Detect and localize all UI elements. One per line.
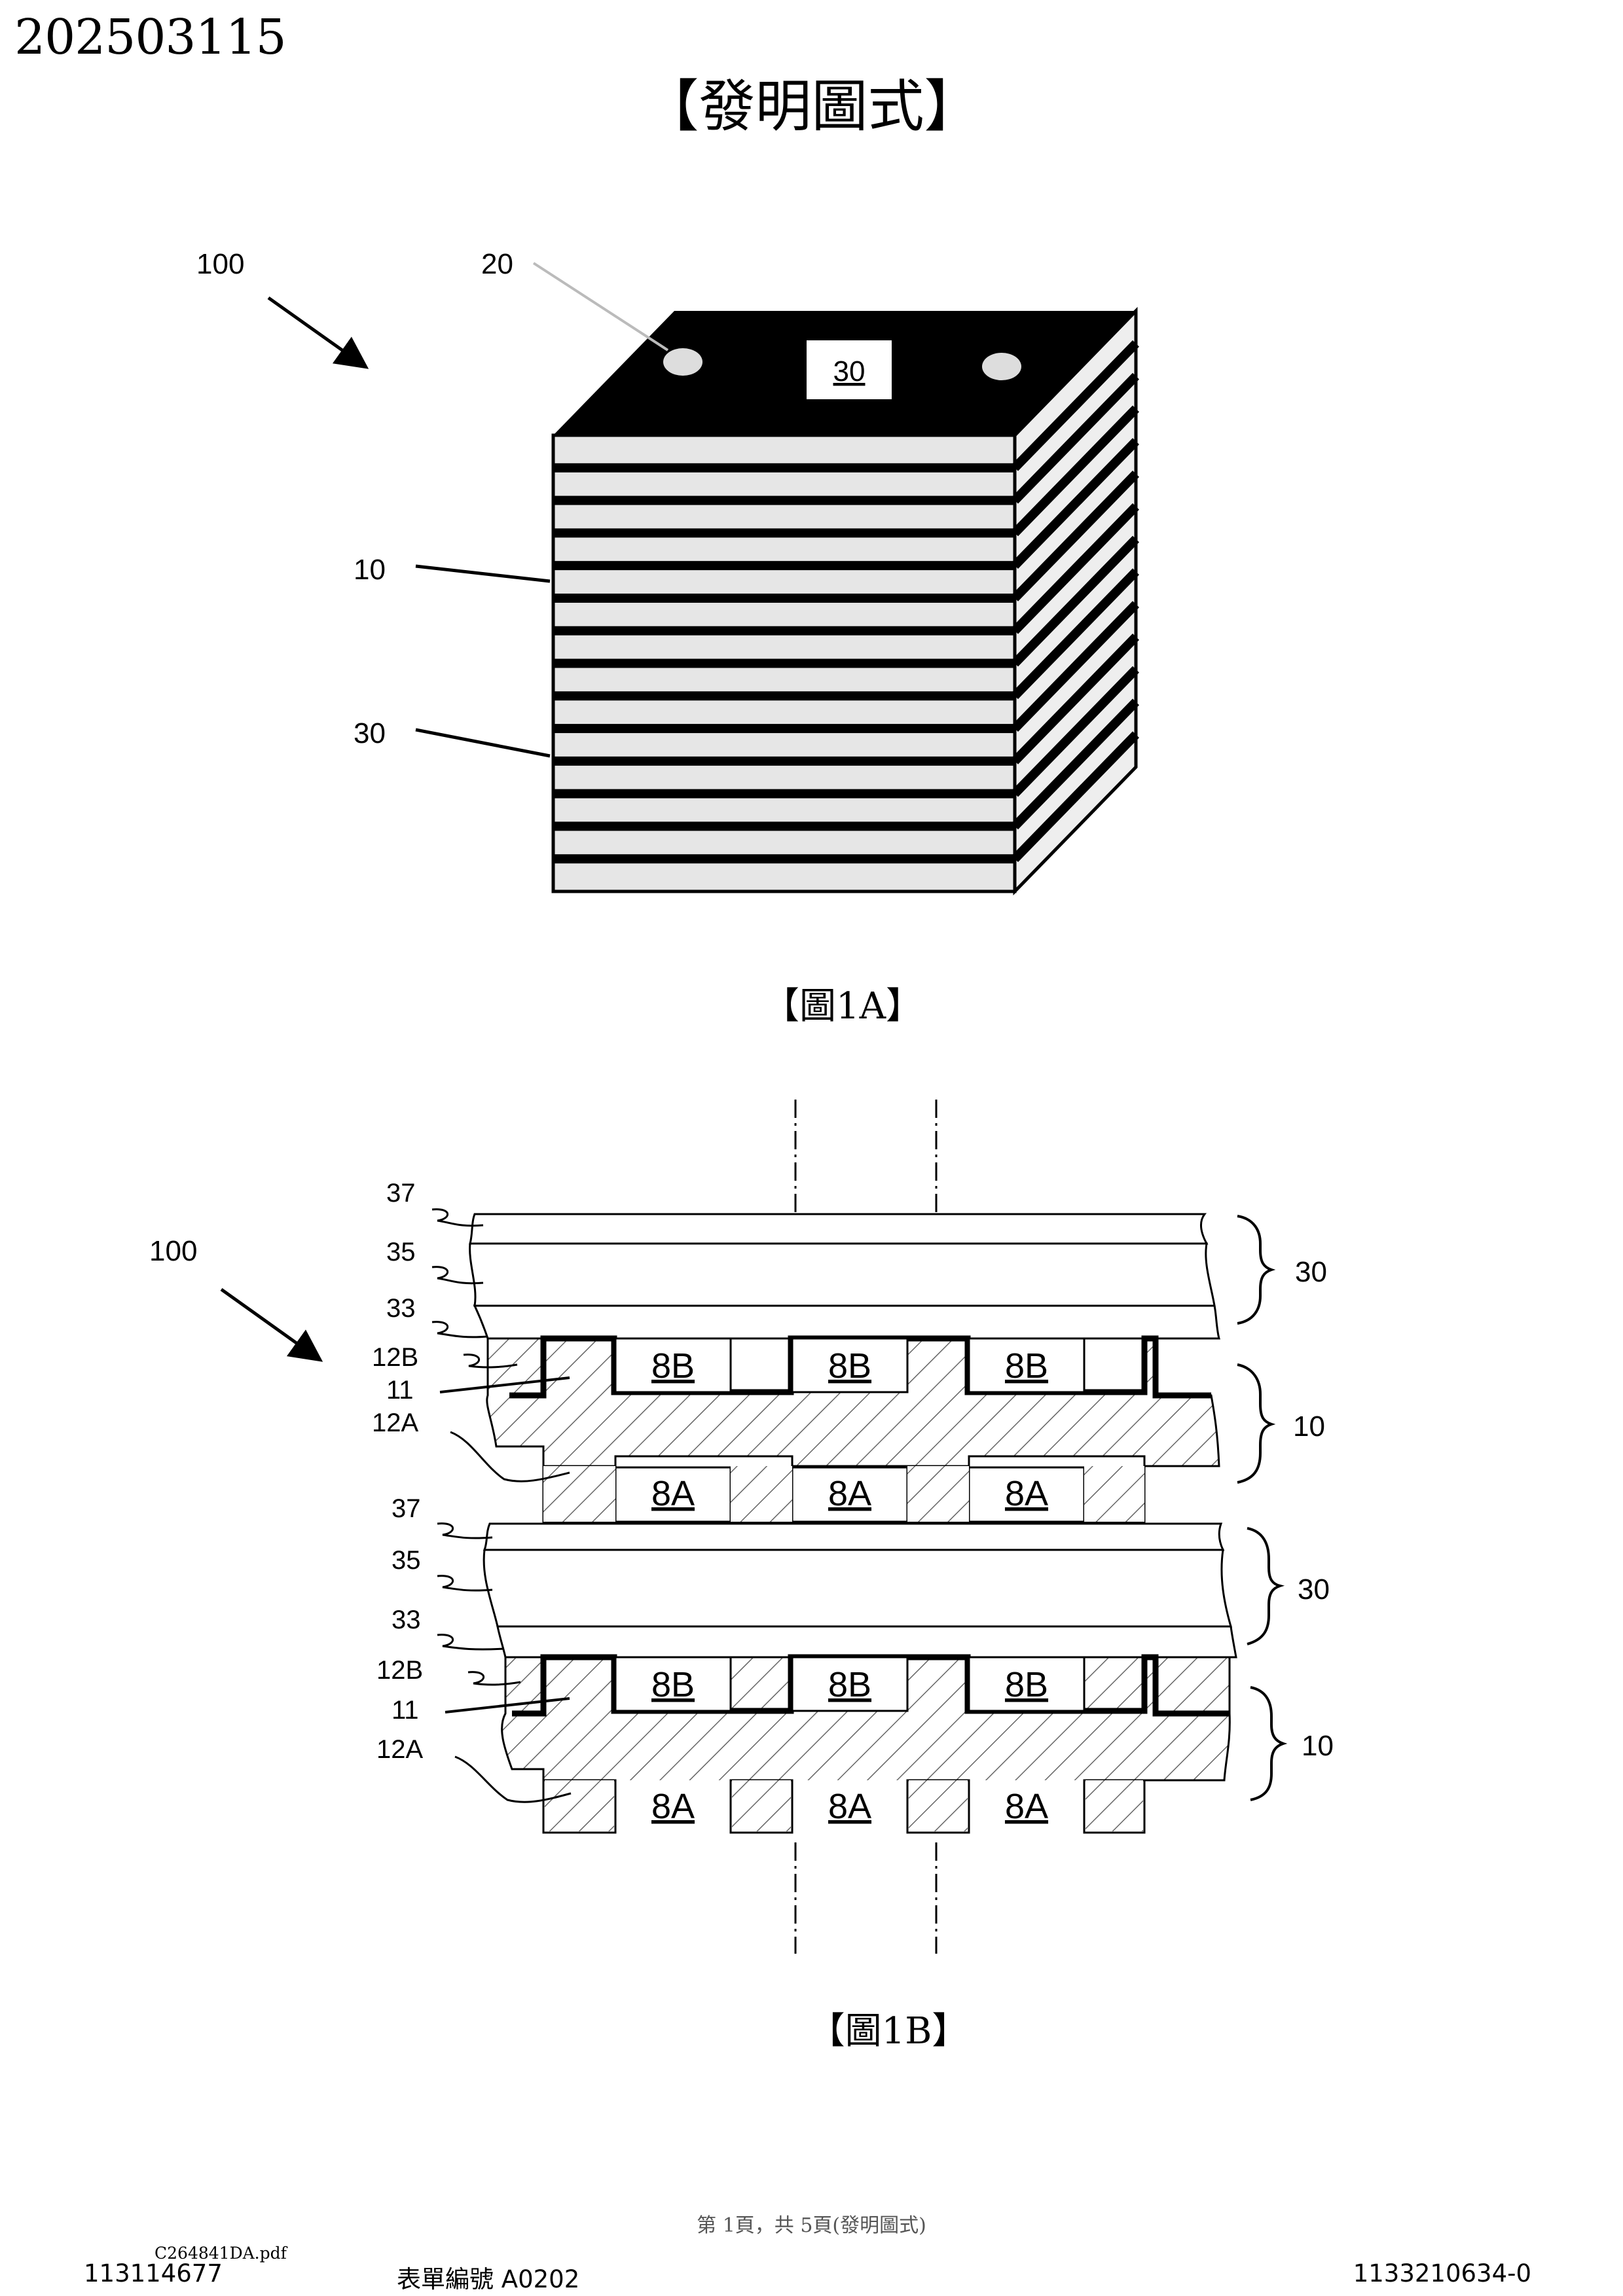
- stack-divider: [553, 528, 1015, 537]
- leader-30-a: [416, 730, 550, 756]
- label-35-lower: 35: [392, 1546, 421, 1575]
- plate-10-upper-lower-band-4: [1084, 1466, 1144, 1522]
- label-30-upper: 30: [1295, 1256, 1327, 1288]
- stack-divider: [553, 626, 1015, 636]
- stack-divider: [553, 659, 1015, 668]
- leader-10-a: [416, 566, 550, 581]
- label-8a-l2: 8A: [828, 1787, 871, 1826]
- plate-10-upper-lower-band-3: [907, 1466, 969, 1522]
- stack-divider: [553, 757, 1015, 766]
- label-8b-l3: 8B: [1005, 1665, 1048, 1704]
- label-10-upper: 10: [1293, 1410, 1325, 1443]
- label-11-upper: 11: [386, 1376, 414, 1405]
- page-info: 第 1頁，共 5頁(發明圖式): [0, 2209, 1623, 2238]
- form-number: 表單編號 A0202: [397, 2259, 579, 2295]
- label-8a-l3: 8A: [1005, 1787, 1048, 1826]
- label-30-lower: 30: [1298, 1573, 1330, 1605]
- leader-20: [534, 263, 668, 350]
- label-8b-u2: 8B: [828, 1346, 871, 1386]
- label-33-upper: 33: [386, 1294, 416, 1323]
- brace-10-lower: [1250, 1687, 1283, 1800]
- stack-divider: [553, 463, 1015, 473]
- label-11-lower: 11: [392, 1696, 419, 1725]
- squiggle-37-lower: [437, 1524, 492, 1538]
- brace-30-upper: [1237, 1216, 1271, 1323]
- label-8b-l1: 8B: [651, 1665, 695, 1704]
- label-12a-upper: 12A: [372, 1408, 418, 1437]
- label-8b-u3: 8B: [1005, 1346, 1048, 1386]
- label-100-b: 100: [149, 1235, 197, 1267]
- plate-10-upper-lower-band-2: [731, 1466, 792, 1522]
- layer-37-lower: [484, 1524, 1223, 1550]
- label-30-a: 30: [354, 717, 386, 749]
- stack-divider: [553, 561, 1015, 570]
- layer-33-upper: [475, 1306, 1219, 1338]
- arrow-100-b: [221, 1289, 318, 1358]
- plate-10-lower-band-3: [909, 1780, 968, 1831]
- squiggle-33-upper: [432, 1322, 488, 1337]
- label-37-lower: 37: [392, 1494, 421, 1523]
- label-35-upper: 35: [386, 1238, 416, 1266]
- label-20: 20: [481, 248, 513, 280]
- figure-1a: 30 100 20 10 30: [0, 0, 1623, 1047]
- figure-1a-caption: 【圖1A】: [712, 977, 974, 1030]
- hole-right: [982, 353, 1021, 380]
- brace-30-lower: [1247, 1528, 1280, 1644]
- arrow-100-a: [268, 298, 363, 365]
- label-10-a: 10: [354, 554, 386, 586]
- layer-33-lower: [498, 1626, 1236, 1657]
- stack-divider: [553, 821, 1015, 831]
- figure-1b: 8B 8B 8B 8A 8A 8A 8B 8B 8B 8A 8A 8A 30 1…: [0, 1047, 1623, 2029]
- label-12b-upper: 12B: [372, 1343, 418, 1372]
- top-plate-label: 30: [833, 355, 866, 387]
- label-8a-u1: 8A: [651, 1474, 695, 1513]
- stack-divider: [553, 496, 1015, 505]
- label-8b-l2: 8B: [828, 1665, 871, 1704]
- stack-divider: [553, 854, 1015, 863]
- hole-left: [663, 348, 702, 376]
- label-8a-u2: 8A: [828, 1474, 871, 1513]
- stack-divider: [553, 691, 1015, 700]
- stack-divider: [553, 724, 1015, 733]
- figure-1b-caption: 【圖1B】: [757, 2001, 1019, 2054]
- label-12a-lower: 12A: [376, 1735, 423, 1764]
- label-8b-u1: 8B: [651, 1346, 695, 1386]
- label-100-a: 100: [196, 248, 244, 280]
- squiggle-35-lower: [437, 1576, 492, 1590]
- label-12b-lower: 12B: [376, 1656, 423, 1685]
- stack-divider: [553, 789, 1015, 798]
- plate-10-lower-band-2: [732, 1780, 791, 1831]
- plate-10-lower-band-4: [1085, 1780, 1143, 1831]
- label-8a-l1: 8A: [651, 1787, 695, 1826]
- layer-35-lower: [484, 1550, 1231, 1626]
- application-number: 113114677: [84, 2259, 223, 2287]
- serial-number: 1133210634-0: [1353, 2259, 1531, 2287]
- layer-35-upper: [470, 1244, 1214, 1306]
- layer-37-upper: [470, 1214, 1207, 1244]
- label-10-lower: 10: [1302, 1730, 1334, 1762]
- label-33-lower: 33: [392, 1605, 421, 1634]
- brace-10-upper: [1237, 1365, 1271, 1482]
- label-8a-u3: 8A: [1005, 1474, 1048, 1513]
- stack-divider: [553, 594, 1015, 603]
- plate-10-lower-band-1: [545, 1780, 614, 1831]
- squiggle-33-lower: [437, 1635, 504, 1649]
- plate-10-upper-lower-band: [543, 1466, 615, 1522]
- label-37-upper: 37: [386, 1179, 416, 1208]
